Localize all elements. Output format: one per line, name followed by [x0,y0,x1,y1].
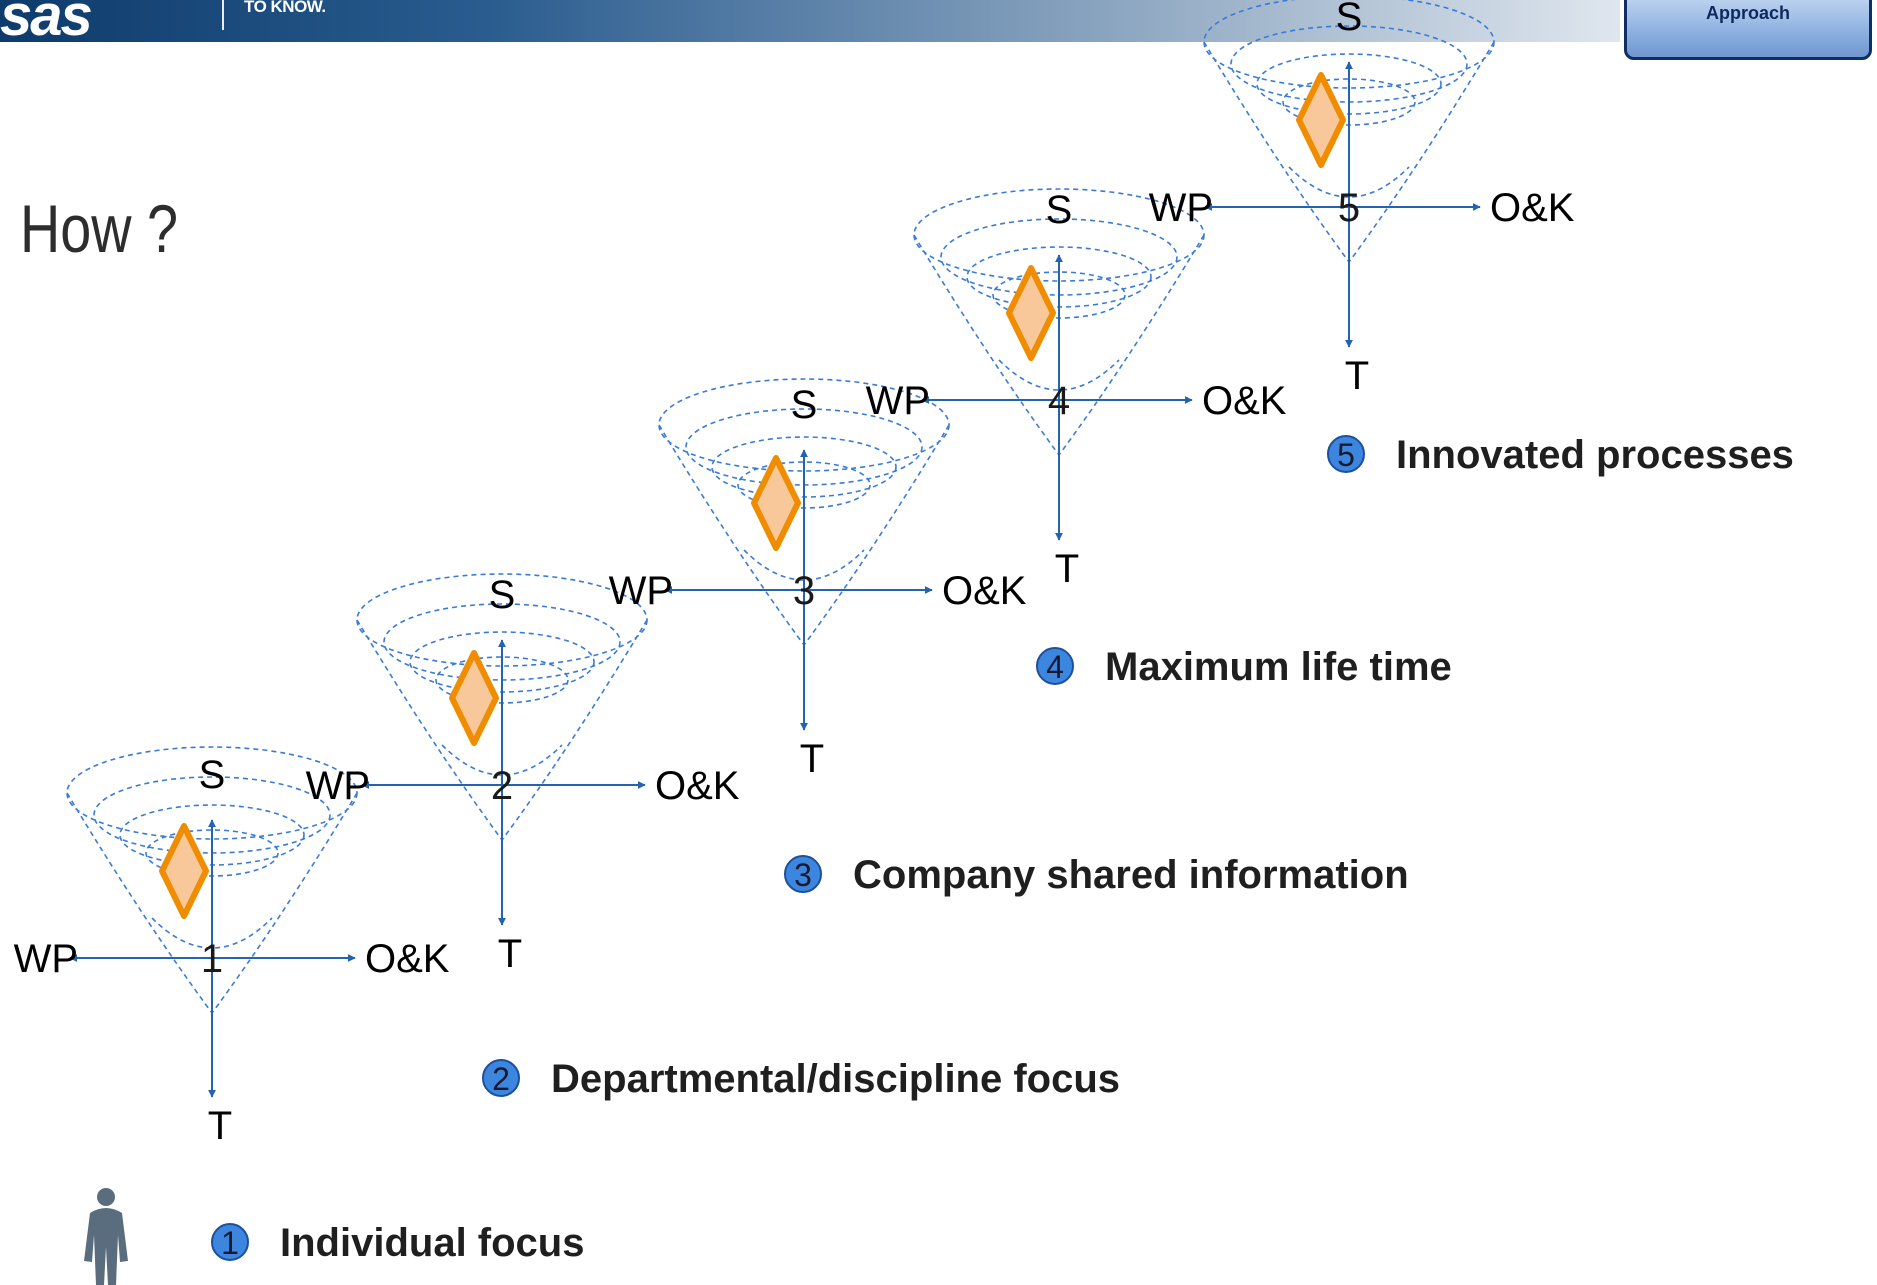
stage-label: Company shared information [853,853,1409,897]
cone-side [356,619,503,841]
level-number: 4 [1048,379,1070,423]
cone-side [803,424,950,646]
cone-side [998,359,1120,391]
level-5-axes: S T WP O&K 5 [1149,0,1575,398]
slide-title: How ? [20,191,179,267]
cone-side [743,549,865,581]
axis-label-wp: WP [866,379,930,423]
diamond-marker [751,455,801,551]
axis-label-ok: O&K [1202,379,1287,423]
cone-side [1203,41,1350,263]
level-3-axes: S T WP O&K 3 [609,378,1027,781]
axis-label-ok: O&K [1490,186,1575,230]
diamond-marker [159,823,209,919]
axis-label-s: S [489,573,516,617]
cone-side [211,792,358,1014]
logo-divider [222,0,224,30]
stage-badge [784,855,822,893]
axis-label-s: S [1336,0,1363,39]
level-number: 3 [793,569,815,613]
axis-label-t: T [1055,547,1079,591]
axis-label-wp: WP [14,937,78,981]
axis-label-t: T [800,737,824,781]
axis-label-s: S [1046,188,1073,232]
level-2-axes: S T WP O&K 2 [306,573,740,976]
level-1-axes: S T WP O&K 1 [14,746,450,1148]
stage-label: Individual focus [280,1221,584,1265]
stage-4: 4 Maximum life time [1036,645,1452,689]
cone-side [66,792,213,1014]
cone-side [1058,234,1205,456]
stage-badge-number: 1 [221,1225,239,1261]
stage-label: Innovated processes [1396,433,1794,477]
axis-label-wp: WP [306,764,370,808]
axis-label-ok: O&K [365,937,450,981]
level-number: 2 [491,764,513,808]
stage-badge-number: 2 [492,1061,510,1097]
axis-label-t: T [1345,354,1369,398]
stage-badge-number: 5 [1337,437,1355,473]
cone-side [1348,41,1495,263]
diamond-marker [1006,265,1056,361]
stage-badge-number: 3 [794,857,812,893]
axis-label-ok: O&K [942,569,1027,613]
axis-label-t: T [208,1104,232,1148]
cone-side [658,424,805,646]
stage-3: 3 Company shared information [784,853,1409,897]
approach-button[interactable]: Approach [1624,0,1872,60]
axis-label-ok: O&K [655,764,740,808]
stage-label: Departmental/discipline focus [551,1057,1120,1101]
stage-label: Maximum life time [1105,645,1452,689]
stage-badge-number: 4 [1046,649,1064,685]
cone-side [913,234,1060,456]
axis-label-t: T [498,932,522,976]
cone-side [1288,166,1410,198]
level-number: 1 [201,937,223,981]
diamond-marker [1296,72,1346,168]
axis-label-s: S [199,753,226,797]
stage-5: 5 Innovated processes [1327,433,1794,477]
axis-label-wp: WP [1149,186,1213,230]
person-silhouette-icon [84,1188,128,1285]
stage-badge [1327,435,1365,473]
stage-badge [1036,647,1074,685]
level-4-axes: S T WP O&K 4 [866,188,1287,591]
stage-1: 1 Individual focus [211,1221,584,1265]
brand-tagline: TO KNOW. [244,0,326,16]
header-bar: sas TO KNOW. [0,0,1620,42]
diamond-marker [449,650,499,746]
brand-logo: sas [0,0,93,42]
cone-side [151,917,273,949]
cone-side [501,619,648,841]
stage-badge [211,1223,249,1261]
axis-label-wp: WP [609,569,673,613]
stage-2: 2 Departmental/discipline focus [482,1057,1120,1101]
level-number: 5 [1338,186,1360,230]
stage-badge [482,1059,520,1097]
axis-label-s: S [791,383,818,427]
cone-side [441,744,563,776]
